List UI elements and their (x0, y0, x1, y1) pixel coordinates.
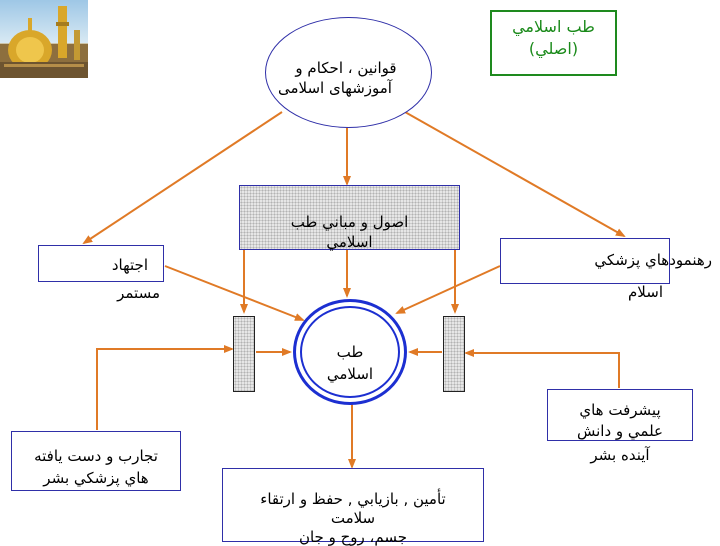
title-line-2: (اصلي) (528, 39, 579, 58)
arrow-top-to-guidance (404, 111, 626, 237)
title-box (490, 10, 617, 76)
principles-line-1: اصول و مباني طب (290, 213, 409, 231)
outcome-box (222, 468, 484, 542)
arrow-top-to-ijtihad (82, 111, 283, 245)
ijtihad-box (38, 245, 164, 282)
experience-line-2: هاي پزشكي بشر (43, 469, 149, 487)
guidance-line-1: رهنمودهاي پزشكي (594, 251, 712, 269)
shrine-photo (0, 0, 88, 78)
science-box (547, 389, 693, 441)
outcome-line-2: سلامت (330, 509, 376, 527)
ijtihad-line-2: مستمر (117, 284, 160, 302)
arrow-experience-to-left-bar (96, 345, 234, 430)
laws-line-1: قوانين ، احكام و (295, 59, 397, 77)
center-line-1: طب (336, 343, 364, 361)
outcome-line-3: جسم، روح و جان (298, 528, 408, 546)
title-line-1: طب اسلامي (512, 17, 595, 36)
science-line-2: علمي و دانش (576, 422, 663, 440)
shrine-image-icon (0, 6, 88, 78)
guidance-line-2: اسلام (628, 283, 663, 301)
arrow-ijtihad-to-center (164, 265, 305, 321)
guidance-box (500, 238, 670, 284)
center-line-2: اسلامي (326, 365, 374, 383)
arrow-science-to-right-bar (464, 349, 620, 388)
right-bar (443, 316, 465, 392)
outcome-line-1: تأمين , بازيابي , حفظ و ارتقاء (260, 490, 446, 508)
arrow-guidance-to-center (395, 265, 501, 314)
science-line-1: پيشرفت هاي (579, 401, 661, 419)
laws-line-2: آموزشهای اسلامی (278, 79, 392, 97)
principles-box (239, 185, 460, 250)
left-bar (233, 316, 255, 392)
science-line-3: آينده بشر (590, 446, 650, 464)
ijtihad-line-1: اجتهاد (111, 256, 148, 274)
principles-line-2: اسلامي (326, 233, 373, 251)
laws-ellipse (265, 17, 432, 128)
center-circle-inner (300, 306, 400, 398)
experience-box (11, 431, 181, 491)
experience-line-1: تجارب و دست يافته (34, 447, 158, 465)
